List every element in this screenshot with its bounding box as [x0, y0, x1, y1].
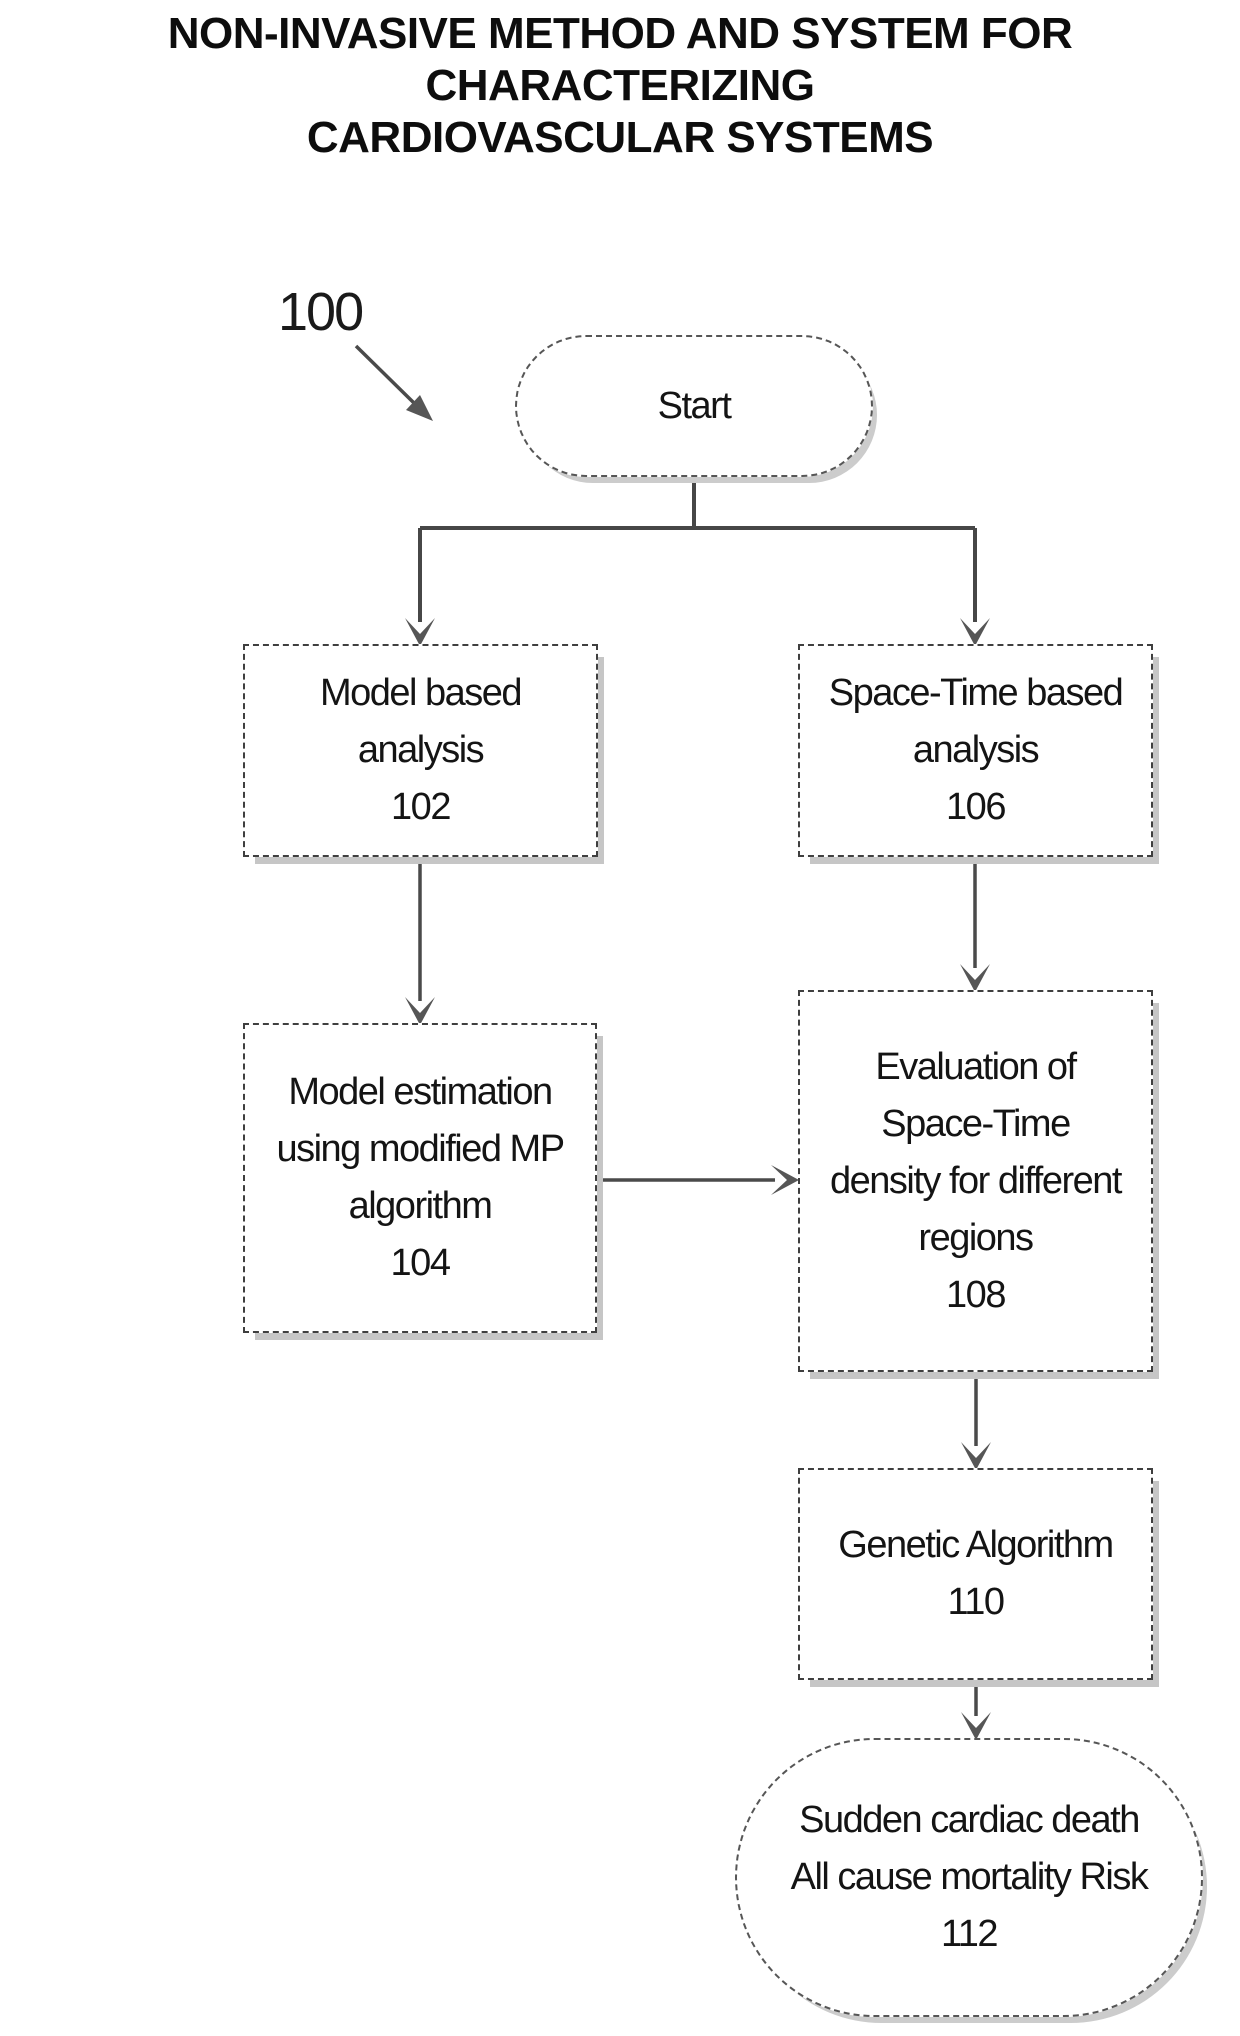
patent-title-line2: CARDIOVASCULAR SYSTEMS [306, 113, 934, 162]
node-text-104: Model estimation using modified MP algor… [245, 1064, 595, 1292]
node-line: 112 [940, 1913, 999, 1955]
node-line: Genetic Algorithm [838, 1524, 1114, 1566]
patent-title: NON-INVASIVE METHOD AND SYSTEM FOR CHARA… [0, 8, 1240, 164]
node-text-102: Model based analysis 102 [245, 665, 596, 836]
node-line: Evaluation of [875, 1045, 1077, 1088]
node-text-112: Sudden cardiac death All cause mortality… [737, 1792, 1201, 1963]
connector-110-to-112 [961, 1680, 991, 1740]
node-line: density for different [830, 1159, 1122, 1202]
node-text-108: Evaluation of Space-Time density for dif… [800, 1039, 1151, 1324]
figure-pointer-arrow [354, 344, 433, 421]
node-line: 106 [946, 786, 1006, 828]
node-line: analysis [912, 729, 1040, 771]
flow-node-112: Sudden cardiac death All cause mortality… [735, 1738, 1203, 2017]
node-line: 104 [390, 1242, 451, 1284]
node-line: 110 [947, 1581, 1005, 1623]
flow-node-110: Genetic Algorithm 110 [798, 1468, 1153, 1680]
node-line: regions [918, 1216, 1034, 1259]
connector-split-to-106 [960, 528, 990, 646]
node-line: 108 [946, 1273, 1006, 1316]
node-line: Sudden cardiac death [799, 1799, 1140, 1841]
node-line: analysis [357, 729, 485, 771]
connector-108-to-110 [961, 1372, 991, 1470]
figure-reference-label: 100 [278, 282, 364, 342]
connector-106-to-108 [960, 857, 990, 992]
node-line: Space-Time [881, 1102, 1071, 1145]
node-text-110: Genetic Algorithm 110 [800, 1517, 1151, 1631]
flow-node-102: Model based analysis 102 [243, 644, 598, 857]
node-line: All cause mortality Risk [790, 1856, 1149, 1898]
flow-node-106: Space-Time based analysis 106 [798, 644, 1153, 857]
node-text-106: Space-Time based analysis 106 [800, 665, 1151, 836]
node-line: Space-Time based [828, 672, 1124, 714]
connector-start-split [420, 477, 975, 530]
node-line: Start [657, 384, 732, 427]
flow-node-start: Start [515, 335, 873, 477]
node-line: using modified MP [276, 1128, 565, 1170]
flow-node-104: Model estimation using modified MP algor… [243, 1023, 597, 1333]
connector-104-to-108 [597, 1165, 799, 1195]
connector-102-to-104 [405, 857, 435, 1025]
node-line: algorithm [348, 1185, 493, 1227]
node-text-start: Start [517, 378, 871, 435]
node-line: Model based [319, 672, 523, 714]
connector-split-to-102 [405, 528, 435, 646]
node-line: Model estimation [288, 1071, 553, 1113]
flow-node-108: Evaluation of Space-Time density for dif… [798, 990, 1153, 1372]
node-line: 102 [391, 786, 451, 828]
patent-title-line1: NON-INVASIVE METHOD AND SYSTEM FOR CHARA… [167, 9, 1073, 110]
